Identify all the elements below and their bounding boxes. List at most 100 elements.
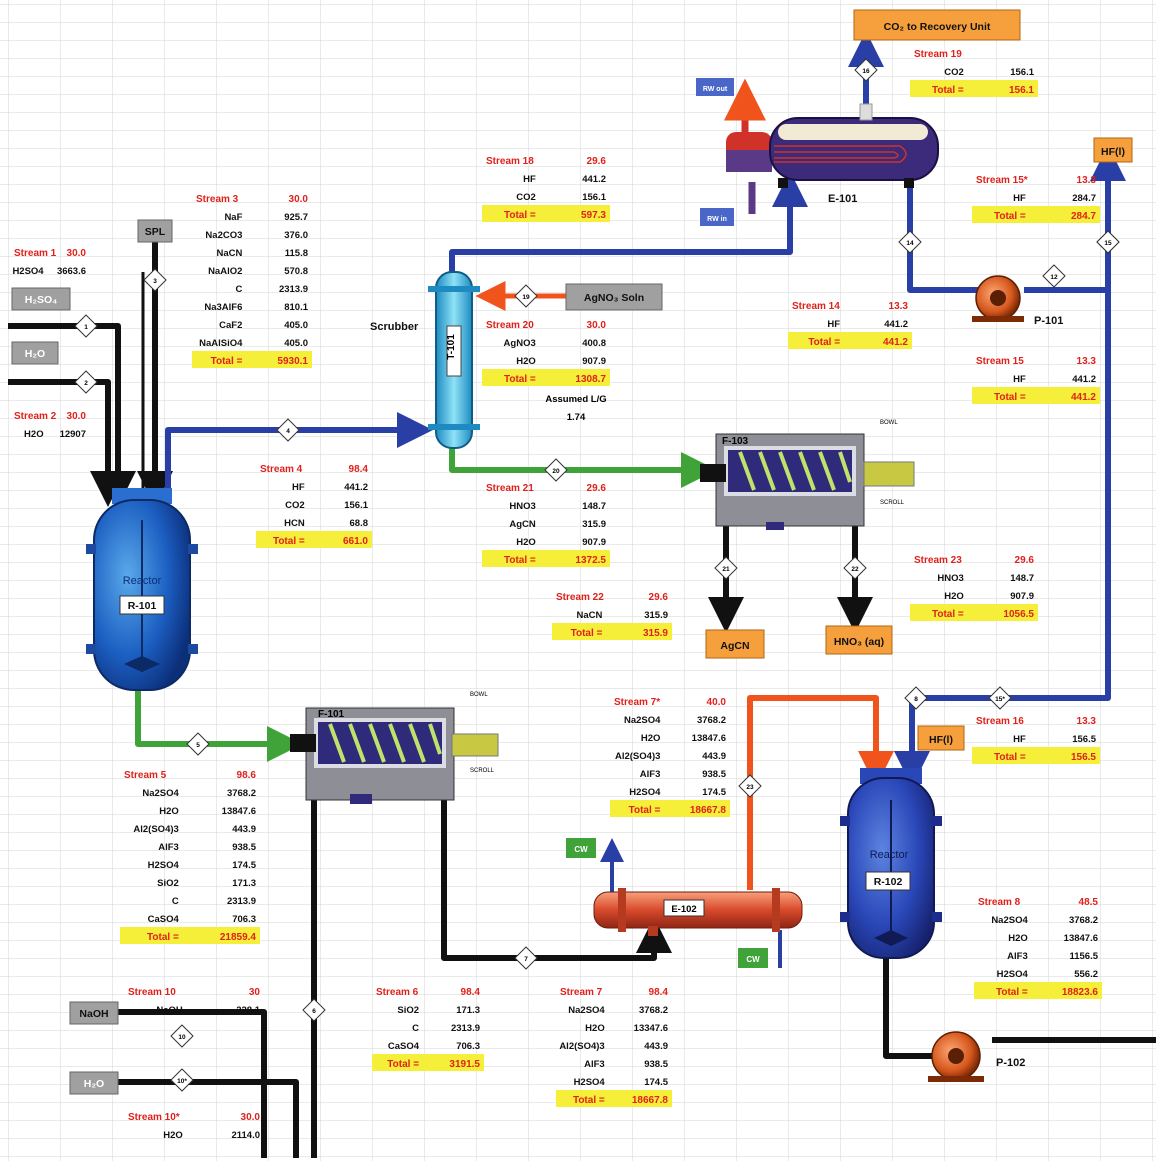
stream-name: Stream 10*: [128, 1112, 180, 1123]
stream-total-value: 661.0: [343, 536, 368, 547]
stream-total-value: 5930.1: [277, 356, 308, 367]
stream-component: Na2SO4: [142, 788, 179, 799]
stream-id-text: 15*: [995, 696, 1005, 703]
stream-name: Stream 22: [556, 592, 604, 603]
f103-scroll-label: SCROLL: [880, 500, 905, 506]
stream-flow: 315.9: [644, 610, 668, 621]
hf-l-top-box: HF(l): [1093, 137, 1133, 163]
stream-7-pipe: [441, 800, 672, 961]
stream-component: HNO3: [937, 573, 963, 584]
stream-temp: 13.3: [1077, 175, 1097, 186]
stream-component: HF: [1013, 193, 1026, 204]
stream-id-text: 1: [84, 324, 88, 331]
stream-14-pipe: [907, 186, 978, 293]
stream-flow: 148.7: [1010, 573, 1034, 584]
svg-text:CW: CW: [746, 955, 760, 964]
stream-component: C: [412, 1023, 419, 1034]
centrifuge-f103: [700, 433, 915, 530]
stream-total-label: Total =: [147, 932, 179, 943]
stream-component: H2O: [1008, 933, 1028, 944]
stream-flow: 1156.5: [1069, 951, 1098, 962]
stream-component: H2O: [516, 356, 536, 367]
pump-p102: [928, 1031, 984, 1082]
e101-label: E-101: [828, 193, 857, 205]
stream-total-bg: [120, 927, 260, 944]
stream-name: Stream 21: [486, 483, 534, 494]
stream-component: H2O: [516, 537, 536, 548]
h2so4-feed-box: H₂SO₄: [11, 287, 71, 311]
h2o-feed-box: H₂O: [11, 341, 59, 365]
stream-flow: 115.8: [285, 248, 308, 259]
heat-exchanger-e102: E-102: [593, 888, 803, 936]
stream-component: AgCN: [509, 519, 536, 530]
stream-total-label: Total =: [211, 356, 243, 367]
stream-id-diamond: [714, 556, 738, 580]
stream-flow: 441.2: [1072, 374, 1096, 385]
stream-total-label: Total =: [273, 536, 305, 547]
stream-component: NaAlSiO4: [199, 338, 243, 349]
stream-5-pipe: [135, 690, 303, 762]
stream-flow: 706.3: [456, 1041, 480, 1052]
stream-name: Stream 7: [560, 987, 603, 998]
agno3-feed-box: AgNO₃ Soln: [565, 283, 663, 311]
stream-temp: 29.6: [649, 592, 669, 603]
stream-total-label: Total =: [808, 337, 840, 348]
stream-temp: 30.0: [289, 194, 309, 205]
stream-total-value: 21859.4: [220, 932, 257, 943]
stream-flow: 2313.9: [451, 1023, 480, 1034]
stream-temp: 30.0: [67, 248, 87, 259]
stream-id-text: 10: [178, 1034, 186, 1041]
hf-l-mid-box: HF(l): [917, 725, 965, 751]
stream-temp: 98.4: [649, 987, 669, 998]
stream-name: Stream 16: [976, 716, 1024, 727]
stream-id-diamond: [514, 946, 538, 970]
stream-name: Stream 15*: [976, 175, 1028, 186]
stream-flow: 405.0: [284, 320, 308, 331]
stream-8-pipe: [883, 956, 932, 1059]
stream-component: Na2SO4: [991, 915, 1028, 926]
stream-temp: 29.6: [1015, 555, 1035, 566]
reactor-r101: Reactor R-101: [86, 488, 198, 691]
spl-feed-box: SPL: [137, 219, 173, 243]
svg-text:HF(l): HF(l): [929, 734, 953, 746]
stream-total-bg: [482, 550, 610, 567]
stream-name: Stream 7*: [614, 697, 660, 708]
stream-id-diamond: [904, 686, 928, 710]
stream-temp: 48.5: [1079, 897, 1099, 908]
stream-flow: 907.9: [1010, 591, 1034, 602]
stream-component: NaAlO2: [208, 266, 242, 277]
p101-label: P-101: [1034, 315, 1063, 327]
stream-flow: 156.1: [344, 500, 368, 511]
f103-label: F-103: [722, 436, 749, 447]
stream-temp: 29.6: [587, 156, 607, 167]
stream-flow: 156.1: [1010, 67, 1034, 78]
stream-name: Stream 2: [14, 411, 57, 422]
stream-id-text: 8: [914, 696, 918, 703]
stream-id-text: 4: [286, 428, 290, 435]
stream-component: H2O: [641, 733, 661, 744]
stream-component: HF: [1013, 374, 1026, 385]
stream-temp: 98.4: [349, 464, 369, 475]
stream-total-label: Total =: [932, 609, 964, 620]
stream-flow: 2114.0: [231, 1130, 260, 1141]
stream-total-value: 18667.8: [690, 805, 727, 816]
stream-total-bg: [974, 982, 1102, 999]
stream-flow: 443.9: [702, 751, 726, 762]
stream-temp: 13.3: [1077, 356, 1097, 367]
stream-component: HF: [523, 174, 536, 185]
stream-flow: 13347.6: [634, 1023, 668, 1034]
stream-component: HF: [827, 319, 840, 330]
stream-total-label: Total =: [573, 1095, 605, 1106]
stream-component: H2O: [585, 1023, 605, 1034]
stream-name: Stream 8: [978, 897, 1021, 908]
stream-name: Stream 10: [128, 987, 176, 998]
stream-component: CaF2: [219, 320, 242, 331]
stream-id-diamond: [74, 314, 98, 338]
stream-flow: 228.1: [236, 1005, 260, 1016]
co2-recovery-box: CO₂ to Recovery Unit: [853, 9, 1021, 41]
